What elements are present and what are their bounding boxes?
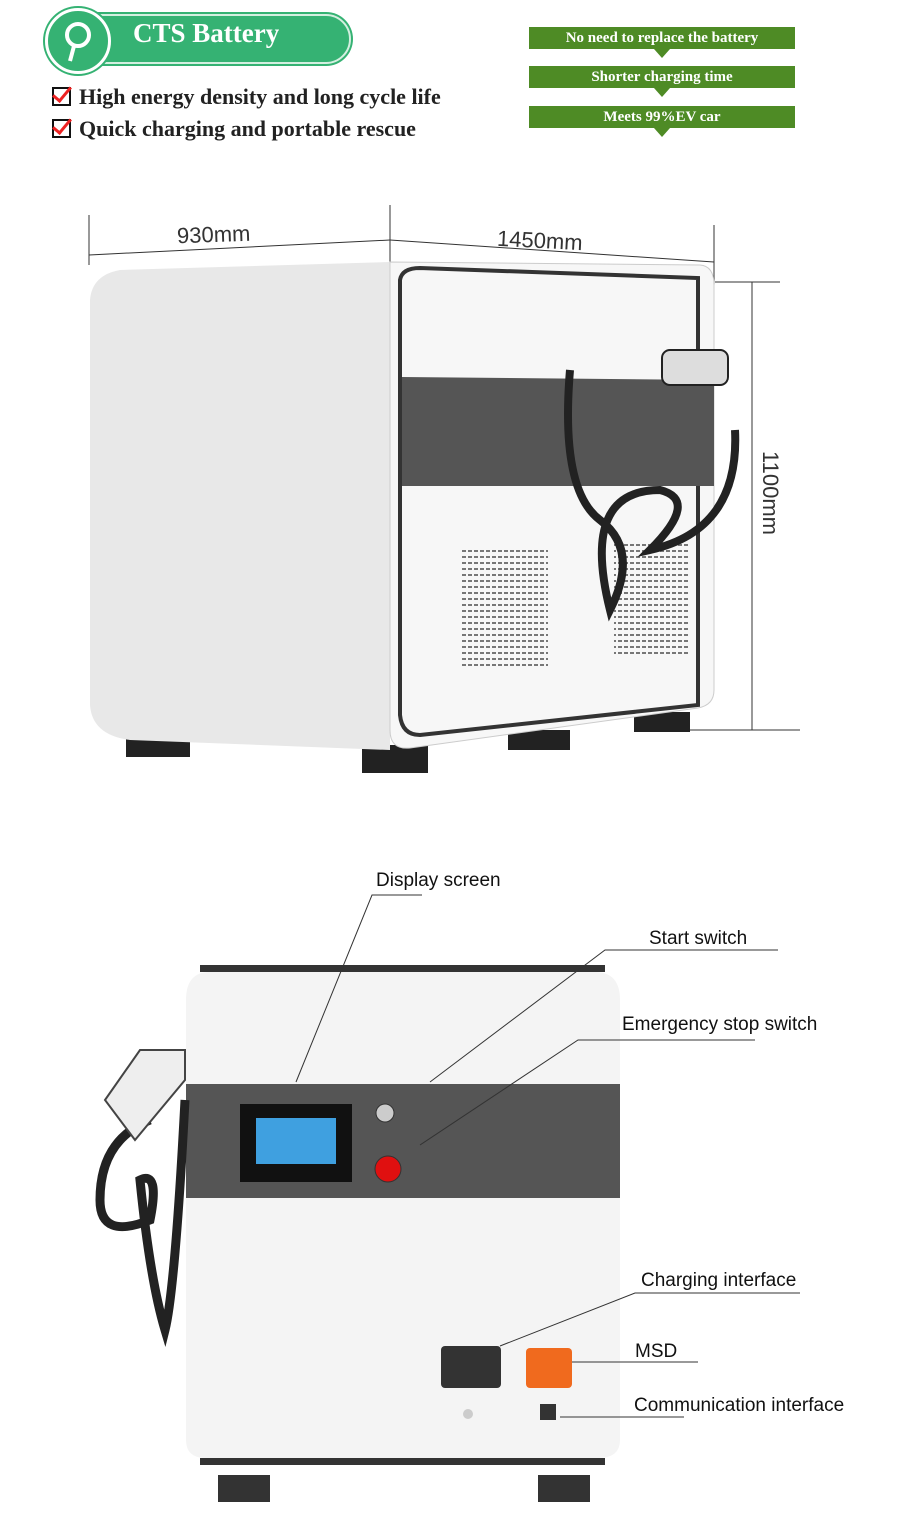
height-dimension: 1100mm [757,451,783,535]
callout-start-switch: Start switch [649,928,748,949]
length-dimension: 1450mm [496,225,584,256]
feature-text: Quick charging and portable rescue [79,116,416,141]
checkbox-icon [52,119,71,138]
callout-msd: MSD [635,1341,678,1362]
product-front-view [95,894,800,1502]
flow-step: No need to replace the battery [529,27,795,58]
checkbox-icon [52,87,71,106]
width-dimension: 930mm [176,220,251,249]
callout-display-screen: Display screen [376,870,501,891]
product-isometric-view [88,205,800,773]
callout-charging-interface: Charging interface [641,1270,797,1291]
feature-item: Quick charging and portable rescue [52,116,416,142]
feature-text: High energy density and long cycle life [79,84,441,109]
flow-step: Shorter charging time [529,66,795,97]
magnifier-icon [45,8,111,74]
callout-emergency-stop: Emergency stop switch [622,1014,818,1035]
callout-communication-interface: Communication interface [634,1395,845,1416]
flow-step: Meets 99%EV car [529,106,795,137]
feature-item: High energy density and long cycle life [52,84,441,110]
page-title: CTS Battery [133,18,280,48]
